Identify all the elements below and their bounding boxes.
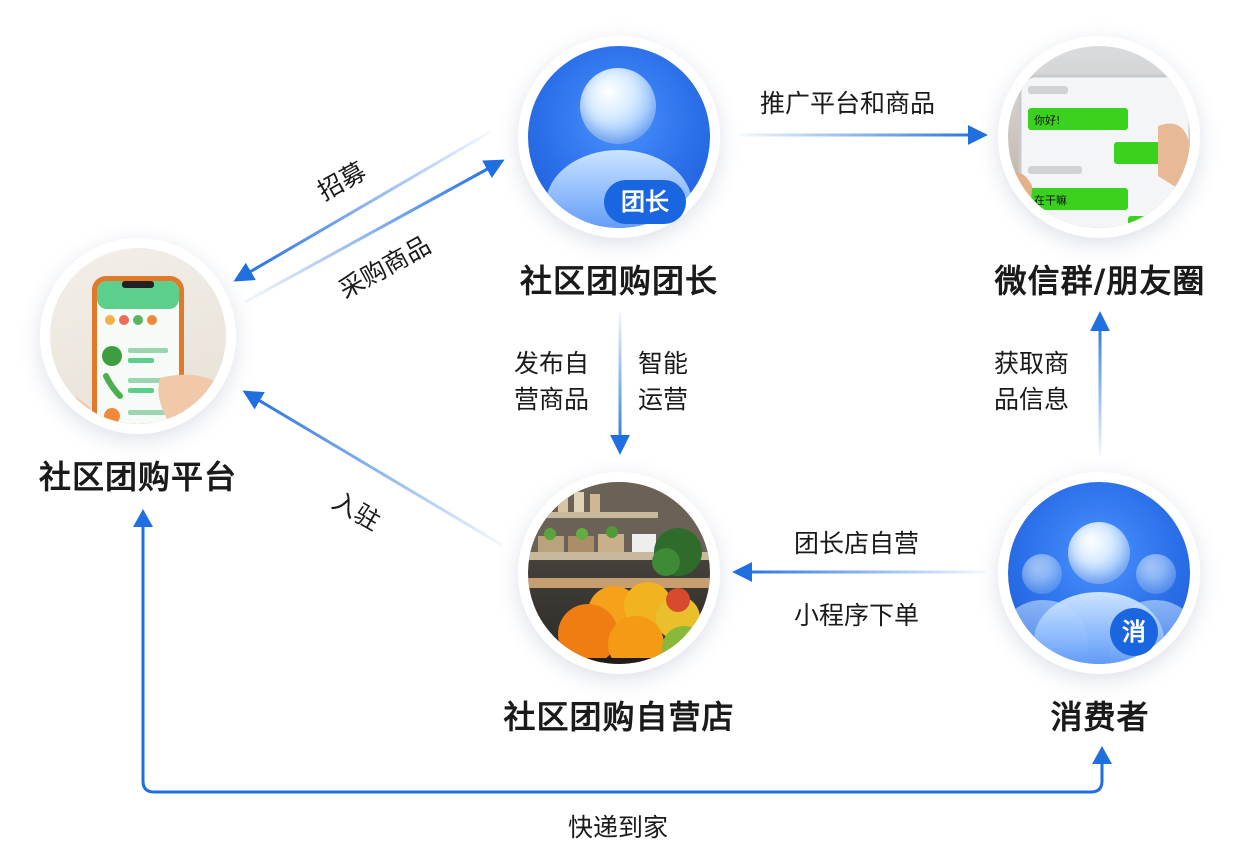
phone-grocery-app-image [50, 248, 226, 424]
leader-node: 团长 [518, 36, 720, 238]
leader-badge: 团长 [604, 180, 686, 224]
label-delivery: 快递到家 [568, 813, 669, 842]
platform-node [40, 238, 236, 434]
people-avatar-icon [1008, 482, 1190, 664]
label-get-info: 获取商品信息 [994, 349, 1070, 414]
label-smart-ops: 智能运营 [638, 349, 689, 414]
label-publish: 发布自营商品 [514, 349, 590, 414]
grocery-store-image [528, 482, 710, 664]
phone-illustration [50, 276, 226, 424]
label-mini-order: 小程序下单 [794, 601, 920, 630]
wechat-node: 你好! 在干嘛 [998, 36, 1200, 238]
chat-bubble-text-2: 在干嘛 [1034, 193, 1067, 207]
store-title: 社区团购自营店 [503, 698, 735, 736]
arrow-settle-in [242, 390, 503, 547]
phone-chat-image: 你好! 在干嘛 [1008, 46, 1190, 228]
consumer-node: 消 [998, 472, 1200, 674]
label-store-self: 团长店自营 [794, 529, 920, 558]
arrow-delivery [141, 514, 1104, 794]
grocery-store-illustration [528, 482, 710, 664]
arrow-delivery-head-right [1092, 746, 1112, 764]
wechat-title: 微信群/朋友圈 [994, 262, 1206, 300]
arrow-purchase [233, 130, 491, 282]
avatar-head-left [1022, 554, 1062, 594]
chat-bubble-text-1: 你好! [1034, 113, 1060, 127]
arrow-delivery-head-left [133, 509, 153, 527]
avatar-head [580, 68, 656, 144]
avatar-head-right [1136, 554, 1176, 594]
consumer-title: 消费者 [1050, 698, 1150, 736]
store-node [518, 472, 720, 674]
arrow-recruit [244, 159, 505, 304]
leader-title: 社区团购团长 [519, 262, 718, 300]
chat-phone-illustration: 你好! 在干嘛 [1008, 74, 1190, 228]
platform-title: 社区团购平台 [38, 458, 237, 496]
consumer-badge: 消 [1110, 608, 1158, 656]
avatar-head-center [1068, 522, 1130, 584]
label-promote: 推广平台和商品 [760, 89, 936, 118]
